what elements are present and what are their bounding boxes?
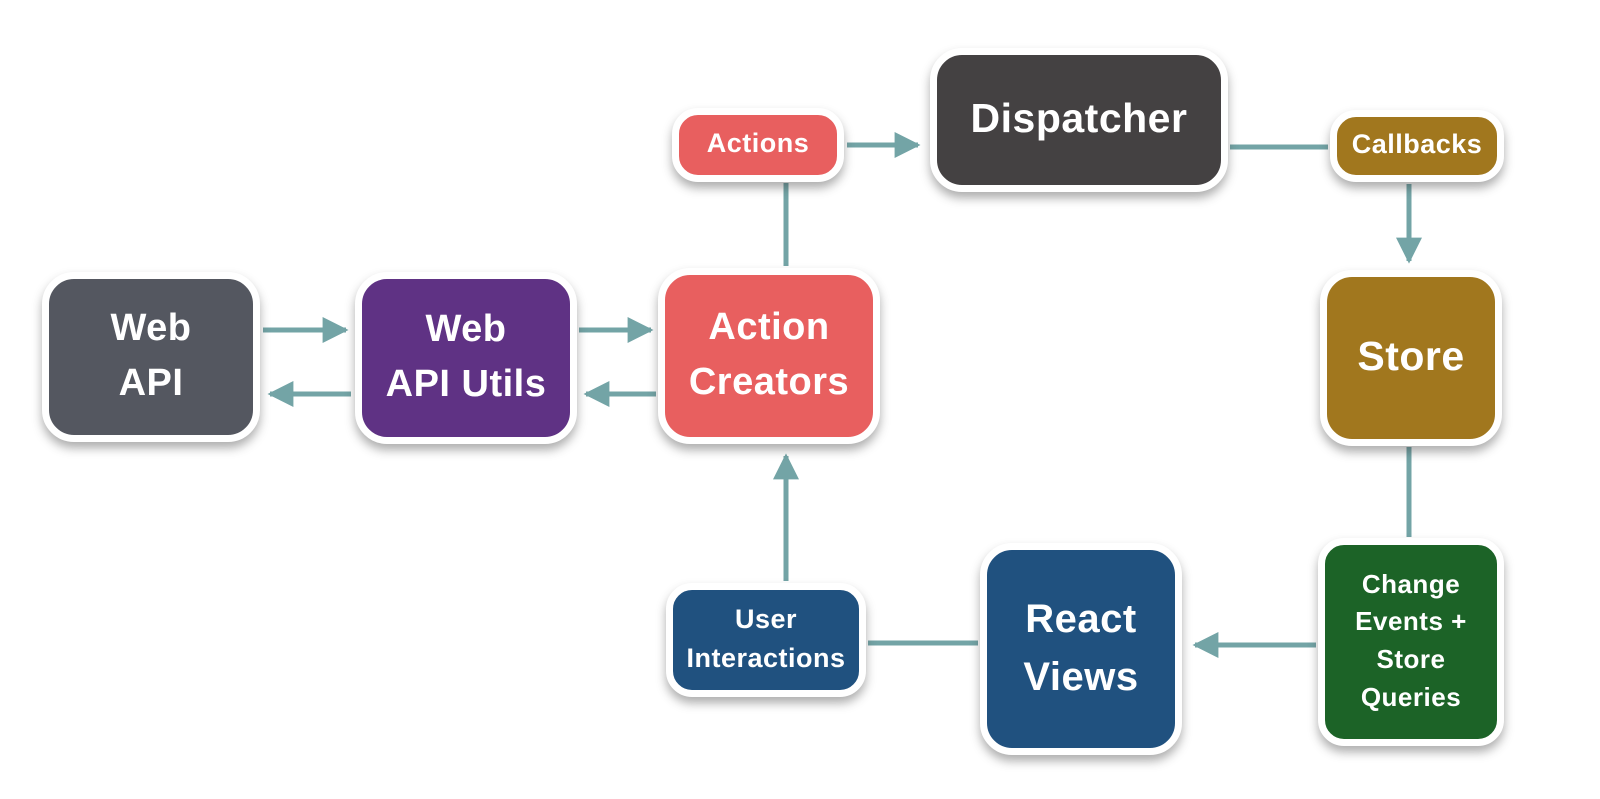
node-web-api-label: Web API bbox=[110, 306, 192, 404]
node-user-interactions: User Interactions bbox=[666, 583, 866, 697]
node-callbacks-label: Callbacks bbox=[1351, 129, 1483, 160]
node-store: Store bbox=[1320, 270, 1502, 446]
node-react-views: React Views bbox=[980, 543, 1182, 755]
node-user-interactions-label: User Interactions bbox=[686, 603, 846, 673]
node-dispatcher-label: Dispatcher bbox=[970, 95, 1188, 142]
node-web-api-utils: Web API Utils bbox=[355, 272, 577, 444]
node-store-label: Store bbox=[1357, 333, 1465, 380]
node-change-events-store-queries: Change Events + Store Queries bbox=[1318, 538, 1504, 746]
node-web-api-utils-label: Web API Utils bbox=[385, 307, 547, 405]
node-actions-label: Actions bbox=[706, 128, 810, 159]
node-action-creators-label: Action Creators bbox=[688, 305, 850, 403]
node-web-api: Web API bbox=[42, 272, 260, 442]
node-callbacks: Callbacks bbox=[1330, 110, 1504, 182]
node-dispatcher: Dispatcher bbox=[930, 48, 1228, 192]
node-actions: Actions bbox=[672, 108, 844, 182]
node-change-events-store-queries-label: Change Events + Store Queries bbox=[1355, 568, 1467, 712]
node-action-creators: Action Creators bbox=[658, 268, 880, 444]
node-react-views-label: React Views bbox=[1023, 597, 1139, 699]
